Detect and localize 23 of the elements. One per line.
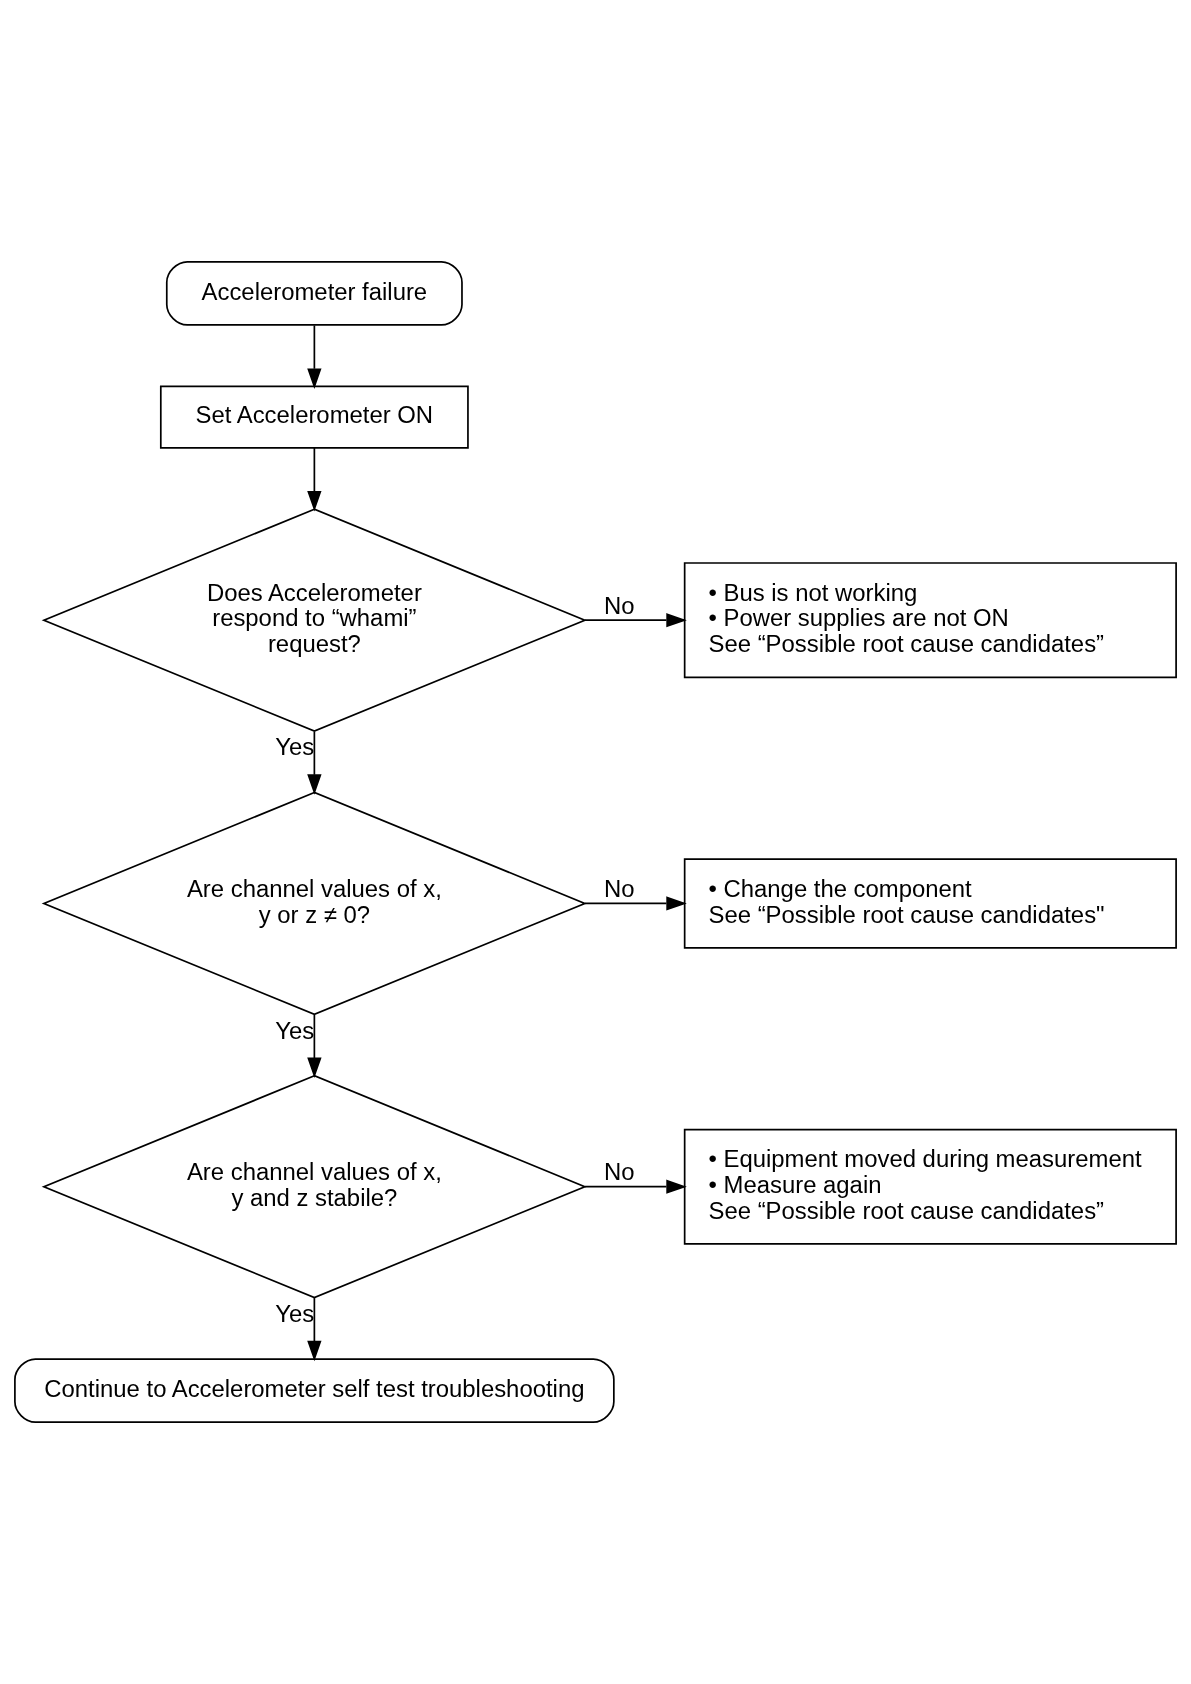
node-box: • Equipment moved during measurement • Measure again See “Possible root cause candidates” bbox=[683, 1128, 1177, 1245]
arrow bbox=[307, 447, 322, 512]
node-diamond: Are channel values of x, y and z stabile? bbox=[41, 1074, 588, 1299]
edge-label: No bbox=[604, 591, 635, 619]
edge-label: No bbox=[604, 1158, 635, 1186]
arrow bbox=[584, 613, 687, 628]
edge-label: Yes bbox=[275, 1299, 315, 1327]
node-diamond: Does Accelerometer respond to “whami” request? bbox=[41, 508, 588, 732]
edge-label: No bbox=[604, 874, 635, 902]
node-box: • Bus is not working • Power supplies are not ON See “Possible root cause candidates” bbox=[683, 562, 1177, 679]
arrow bbox=[584, 896, 687, 911]
node-box: Accelerometer failure bbox=[165, 260, 463, 326]
arrow bbox=[307, 1297, 322, 1362]
arrow bbox=[584, 1179, 687, 1194]
node-diamond: Are channel values of x, y or z ≠ 0? bbox=[41, 791, 588, 1016]
arrow bbox=[307, 1014, 322, 1079]
arrow bbox=[307, 730, 322, 795]
node-box: • Change the component See “Possible root cause candidates" bbox=[683, 858, 1177, 949]
edge-label: Yes bbox=[275, 1016, 315, 1044]
edge-label: Yes bbox=[275, 733, 315, 761]
arrow bbox=[307, 324, 322, 389]
node-box: Continue to Accelerometer self test troubleshooting bbox=[14, 1358, 615, 1424]
node-box: Set Accelerometer ON bbox=[159, 385, 469, 449]
